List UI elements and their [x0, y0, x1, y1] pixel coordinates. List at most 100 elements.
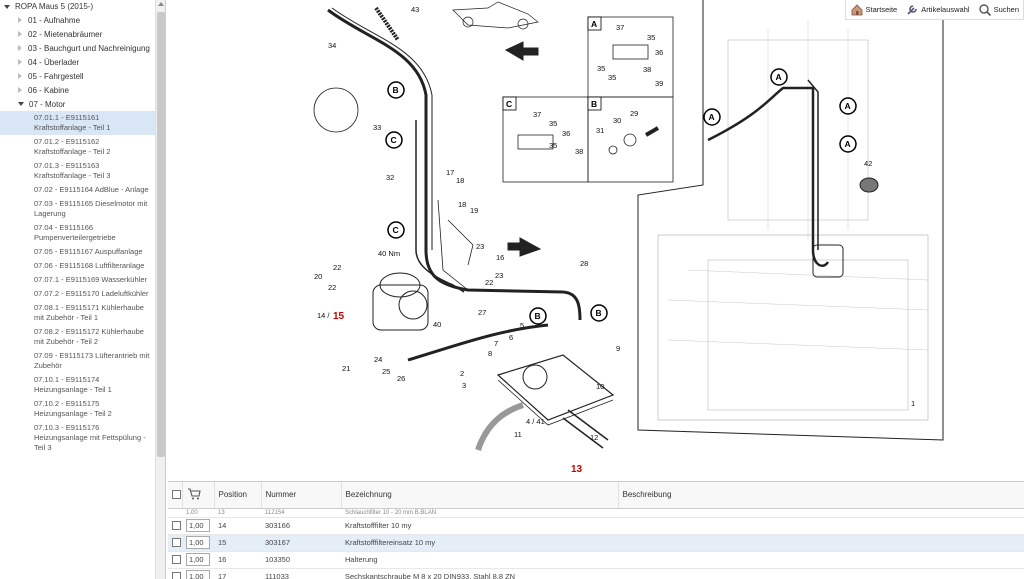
tree-node-07[interactable]: 07 - Motor [0, 97, 155, 111]
part-label[interactable]: 12 [590, 433, 598, 442]
tree-child-07-07-1[interactable]: 07.07.1 - E9115169 Wasserkühler [34, 275, 147, 284]
part-label-highlighted[interactable]: 15 [333, 311, 345, 322]
search-button[interactable]: Suchen [976, 3, 1021, 17]
quantity-input[interactable]: 1,00 [186, 570, 210, 579]
callout-a[interactable]: A [770, 68, 788, 86]
part-label[interactable]: 39 [655, 79, 663, 88]
part-label[interactable]: 37 [533, 110, 541, 119]
part-label[interactable]: 22 [485, 278, 493, 287]
sidebar-scrollbar[interactable] [155, 0, 165, 579]
tree-child-07-01-3[interactable]: 07.01.3 - E9115163 Kraftstoffanlage - Te… [34, 161, 111, 180]
part-label[interactable]: 22 [328, 283, 336, 292]
select-all-checkbox[interactable] [168, 482, 183, 509]
part-label[interactable]: 10 [596, 382, 604, 391]
part-label[interactable]: 22 [333, 263, 341, 272]
part-label[interactable]: 16 [496, 253, 504, 262]
part-label[interactable]: 4 / 41 [526, 417, 545, 426]
callout-c[interactable]: C [387, 221, 405, 239]
part-label[interactable]: 11 [514, 430, 522, 439]
tree-child-07-02[interactable]: 07.02 - E9115164 AdBlue - Anlage [34, 185, 149, 194]
part-label[interactable]: 26 [397, 374, 405, 383]
part-label[interactable]: 23 [476, 242, 484, 251]
table-row[interactable]: 1,00 14 303166 Kraftstofffilter 10 my [168, 517, 1024, 535]
table-row[interactable]: 1,00 16 103350 Halterung [168, 551, 1024, 569]
part-label[interactable]: 36 [562, 129, 570, 138]
part-label[interactable]: 18 [456, 176, 464, 185]
part-label[interactable]: 25 [382, 367, 390, 376]
description-column-header[interactable]: Beschreibung [618, 482, 1024, 509]
tree-node-02[interactable]: 02 - Mietenabräumer [0, 27, 155, 41]
table-row-highlighted[interactable]: 1,00 15 303167 Kraftstofffiltereinsatz 1… [168, 534, 1024, 552]
row-checkbox[interactable] [172, 555, 181, 565]
part-label[interactable]: 19 [470, 206, 478, 215]
callout-c[interactable]: C [385, 131, 403, 149]
callout-b[interactable]: B [529, 307, 547, 325]
number-column-header[interactable]: Nummer [261, 482, 342, 509]
part-label[interactable]: 9 [616, 344, 620, 353]
table-row[interactable]: 1,00 17 111033 Sechskantschraube M 8 x 2… [168, 568, 1024, 579]
part-label[interactable]: 14 / [317, 311, 330, 320]
part-label[interactable]: 2 [460, 369, 464, 378]
tree-root[interactable]: ROPA Maus 5 (2015-) [0, 0, 155, 13]
part-label[interactable]: 28 [580, 259, 588, 268]
tree-child-07-10-2[interactable]: 07.10.2 - E9115175 Heizungsanlage - Teil… [34, 399, 112, 418]
designation-column-header[interactable]: Bezeichnung [341, 482, 619, 509]
part-label[interactable]: 35 [549, 141, 557, 150]
part-label[interactable]: 33 [373, 123, 381, 132]
part-label[interactable]: 31 [596, 126, 604, 135]
scrollbar-thumb[interactable] [157, 12, 165, 457]
part-label[interactable]: 37 [616, 23, 624, 32]
part-label[interactable]: 23 [495, 271, 503, 280]
tree-child-07-06[interactable]: 07.06 - E9115168 Luftfilteranlage [34, 261, 145, 270]
tree-child-07-08-2[interactable]: 07.08.2 - E9115172 Kühlerhaube mit Zubeh… [34, 327, 144, 346]
part-label[interactable]: 21 [342, 364, 350, 373]
callout-b[interactable]: B [590, 304, 608, 322]
part-label[interactable]: 29 [630, 109, 638, 118]
part-label[interactable]: 35 [597, 64, 605, 73]
tree-child-07-03[interactable]: 07.03 - E9115165 Dieselmotor mit Lagerun… [34, 199, 148, 218]
scroll-up-icon[interactable] [158, 2, 164, 6]
part-label[interactable]: 34 [328, 41, 336, 50]
row-checkbox[interactable] [172, 521, 181, 531]
callout-a[interactable]: A [839, 97, 857, 115]
part-label[interactable]: 35 [608, 73, 616, 82]
part-label[interactable]: 1 [911, 399, 915, 408]
part-label[interactable]: 27 [478, 308, 486, 317]
table-row[interactable]: 1,00 13 112154 Schlauchfilter 10 - 20 mm… [168, 508, 1024, 518]
part-label[interactable]: 42 [864, 159, 872, 168]
part-label[interactable]: 7 [494, 339, 498, 348]
part-label[interactable]: 36 [655, 48, 663, 57]
part-label[interactable]: 43 [411, 5, 419, 14]
part-label[interactable]: 17 [446, 168, 454, 177]
row-checkbox[interactable] [172, 572, 181, 579]
callout-b[interactable]: B [387, 81, 405, 99]
part-label[interactable]: 20 [314, 272, 322, 281]
part-label[interactable]: 38 [643, 65, 651, 74]
part-label-highlighted[interactable]: 13 [571, 464, 583, 475]
part-label[interactable]: 38 [575, 147, 583, 156]
part-label[interactable]: 3 [462, 381, 466, 390]
part-label[interactable]: 8 [488, 349, 492, 358]
quantity-input[interactable]: 1,00 [186, 553, 210, 566]
quantity-input[interactable]: 1,00 [186, 536, 210, 549]
tree-child-07-09[interactable]: 07.09 - E9115173 Lüfterantrieb mit Zubeh… [34, 351, 150, 370]
article-selection-button[interactable]: Artikelauswahl [903, 3, 971, 17]
tree-node-04[interactable]: 04 - Überlader [0, 55, 155, 69]
tree-child-07-04[interactable]: 07.04 - E9115166 Pumpenverteilergetriebe [34, 223, 116, 242]
home-button[interactable]: Startseite [848, 3, 900, 17]
tree-node-01[interactable]: 01 - Aufnahme [0, 13, 155, 27]
part-label[interactable]: 40 [433, 320, 441, 329]
callout-a[interactable]: A [703, 108, 721, 126]
part-label[interactable]: 24 [374, 355, 382, 364]
part-label[interactable]: 5 [520, 321, 524, 330]
tree-child-07-05[interactable]: 07.05 - E9115167 Auspuffanlage [34, 247, 143, 256]
part-label[interactable]: 35 [647, 33, 655, 42]
tree-child-07-08-1[interactable]: 07.08.1 - E9115171 Kühlerhaube mit Zubeh… [34, 303, 144, 322]
tree-node-03[interactable]: 03 - Bauchgurt und Nachreinigung [0, 41, 155, 55]
tree-child-07-01-1[interactable]: 07.01.1 - E9115161 Kraftstoffanlage - Te… [0, 111, 155, 135]
tree-child-07-07-2[interactable]: 07.07.2 - E9115170 Ladeluftkühler [34, 289, 149, 298]
tree-child-07-10-3[interactable]: 07.10.3 - E9115176 Heizungsanlage mit Fe… [34, 423, 146, 452]
quantity-input[interactable]: 1,00 [186, 519, 210, 532]
position-column-header[interactable]: Position [214, 482, 262, 509]
tree-child-07-10-1[interactable]: 07.10.1 - E9115174 Heizungsanlage - Teil… [34, 375, 112, 394]
